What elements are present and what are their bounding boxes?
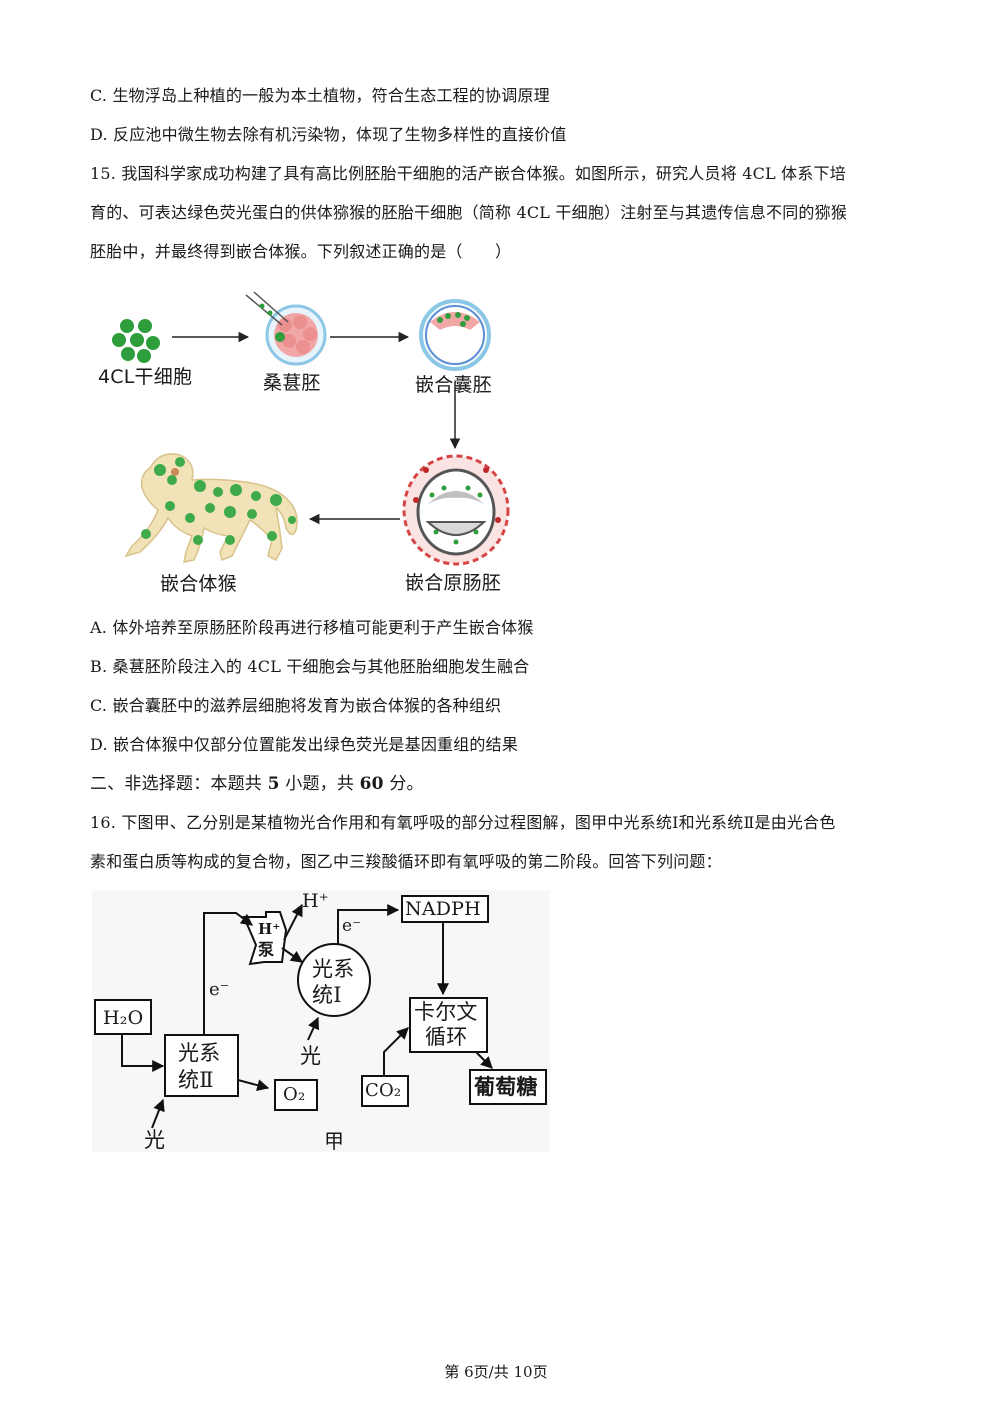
section-prefix: 二、非选择题：本题共 <box>90 774 268 794</box>
label-monkey: 嵌合体猴 <box>160 573 237 595</box>
label-glucose: 葡萄糖 <box>474 1074 538 1099</box>
q14-option-d: D. 反应池中微生物去除有机污染物，体现了生物多样性的直接价值 <box>90 125 567 144</box>
arrow-co2-to-calvin <box>383 1027 409 1076</box>
morula-drawing <box>245 291 327 366</box>
ps1-circle <box>297 943 371 1017</box>
ps2-box <box>164 1034 239 1097</box>
label-gastrula: 嵌合原肠胚 <box>405 572 502 594</box>
gastrula-drawing <box>402 454 510 566</box>
q15-option-c: C. 嵌合囊胚中的滋养层细胞将发育为嵌合体猴的各种组织 <box>90 696 502 715</box>
label-ps2-line1: 光系 <box>178 1041 221 1065</box>
h-pump-shape <box>242 911 288 966</box>
q16-stem-line1: 16. 下图甲、乙分别是某植物光合作用和有氧呼吸的部分过程图解，图甲中光系统Ⅰ和… <box>90 813 836 832</box>
q15-stem-line3: 胚胎中，并最终得到嵌合体猴。下列叙述正确的是（ ） <box>90 242 512 261</box>
arrow-h2o-to-ps2 <box>121 1034 165 1072</box>
arrow-pump-to-h <box>283 903 303 941</box>
nadph-box <box>401 895 489 923</box>
section-count: 5 <box>267 774 280 794</box>
label-morula: 桑葚胚 <box>263 372 321 394</box>
arrow-ps1-to-nadph <box>337 904 400 944</box>
glucose-box <box>469 1069 547 1105</box>
label-calvin-line2: 循环 <box>425 1025 468 1049</box>
label-ps1-line1: 光系 <box>312 957 355 981</box>
chimeric-monkey-drawing <box>124 453 298 563</box>
label-blastocyst: 嵌合囊胚 <box>415 374 492 396</box>
q14-option-c: C. 生物浮岛上种植的一般为本土植物，符合生态工程的协调原理 <box>90 86 550 105</box>
q15-option-b: B. 桑葚胚阶段注入的 4CL 干细胞会与其他胚胎细胞发生融合 <box>90 657 530 676</box>
q15-option-a: A. 体外培养至原肠胚阶段再进行移植可能更利于产生嵌合体猴 <box>90 618 534 637</box>
page-footer: 第 6页/共 10页 <box>444 1363 548 1381</box>
section-middle: 小题，共 <box>279 774 360 794</box>
label-light-bottom: 光 <box>144 1128 166 1152</box>
q15-stem-line1: 15. 我国科学家成功构建了具有高比例胚胎干细胞的活产嵌合体猴。如图所示，研究人… <box>90 164 846 183</box>
label-ps1-line2: 统Ⅰ <box>312 983 342 1007</box>
arrow-ps2-electron <box>203 912 253 1035</box>
q16-stem-line2: 素和蛋白质等构成的复合物，图乙中三羧酸循环即有氧呼吸的第二阶段。回答下列问题： <box>90 852 722 871</box>
diagram-caption: 甲 <box>324 1129 345 1153</box>
section-score: 60 <box>359 774 384 794</box>
label-o2: O₂ <box>283 1084 306 1105</box>
section-heading: 二、非选择题：本题共 5 小题，共 60 分。 <box>90 773 424 795</box>
label-ps2-line2: 统Ⅱ <box>178 1068 214 1092</box>
blastocyst-drawing <box>419 299 491 371</box>
label-calvin-line1: 卡尔文 <box>414 1000 478 1024</box>
arrow-pump-to-ps1 <box>281 947 303 963</box>
arrow-ps2-to-o2 <box>237 1079 270 1092</box>
q15-stem-line2: 育的、可表达绿色荧光蛋白的供体猕猴的胚胎干细胞（简称 4CL 干细胞）注射至与其… <box>90 203 848 222</box>
label-h2o: H₂O <box>103 1007 144 1029</box>
label-pump-line1: H⁺ <box>258 920 281 938</box>
label-h-plus: H⁺ <box>302 890 329 912</box>
arrow-calvin-to-glucose <box>475 1051 493 1069</box>
calvin-box <box>409 997 488 1053</box>
label-stem-cells: 4CL干细胞 <box>98 366 193 388</box>
q15-option-d: D. 嵌合体猴中仅部分位置能发出绿色荧光是基因重组的结果 <box>90 735 519 754</box>
label-pump-line2: 泵 <box>258 940 275 959</box>
label-electron-left: e⁻ <box>209 979 230 1000</box>
arrow-light-to-ps1 <box>307 1016 319 1041</box>
stem-cells-cluster <box>112 319 160 363</box>
label-nadph: NADPH <box>405 898 481 920</box>
label-light-mid: 光 <box>300 1044 322 1068</box>
label-electron-top: e⁻ <box>342 916 362 936</box>
arrow-light-to-ps2 <box>151 1098 165 1129</box>
section-suffix: 分。 <box>383 774 424 794</box>
o2-box <box>274 1079 318 1111</box>
label-co2: CO₂ <box>365 1080 402 1101</box>
